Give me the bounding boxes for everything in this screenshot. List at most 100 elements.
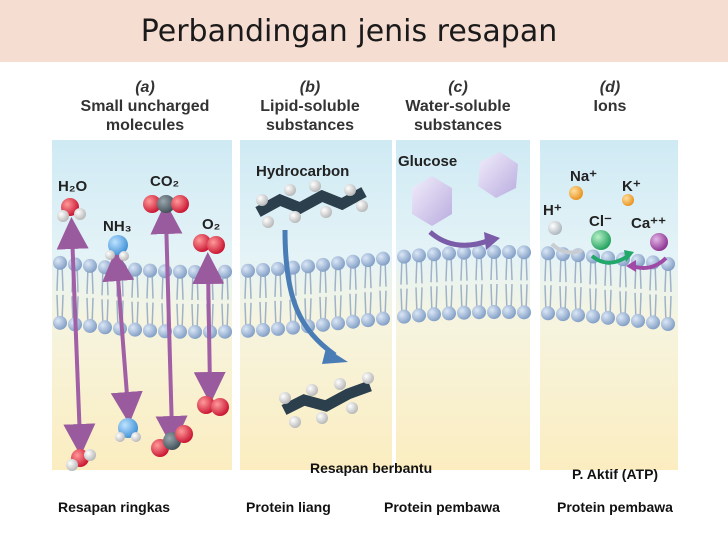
o2-molecule-bottom: [197, 396, 229, 416]
lipid-head: [143, 263, 157, 278]
h-ion-arrow: [550, 242, 583, 255]
panel-c-heading-2: substances: [413, 117, 503, 134]
lipid-head: [173, 264, 187, 279]
lipid-head: [188, 264, 202, 279]
hydrocarbon-arrow: [282, 229, 337, 358]
hydrocarbon-arrowhead: [322, 348, 348, 364]
p-aktif-label: P. Aktif (ATP): [572, 466, 659, 482]
lipid-head: [128, 322, 142, 337]
lipid-head: [218, 264, 232, 279]
lipid-head: [427, 307, 441, 322]
protein-pembawa-label-1: Protein pembawa: [384, 499, 500, 515]
lipid-head: [412, 248, 426, 263]
h-ion: [548, 221, 562, 235]
panel-b-header: (b) Lipid-soluble substances: [245, 78, 375, 135]
nh3-molecule-bottom: [115, 418, 141, 442]
lipid-head: [487, 245, 501, 260]
ca-ion: [650, 233, 668, 251]
panel-c-header: (c) Water-soluble substances: [388, 78, 528, 135]
lipid-head: [397, 249, 411, 264]
glucose-hexagon-1: [412, 176, 452, 226]
ca-ion-arrowhead: [626, 260, 636, 272]
co2-molecule-bottom: [151, 425, 193, 457]
lipid-head: [361, 253, 375, 268]
panel-c-heading-1: Water-soluble: [405, 98, 511, 115]
lipid-head: [472, 245, 486, 260]
panel-d-heading-1: Ions: [593, 98, 627, 115]
lipid-head: [188, 324, 202, 339]
panel-b-letter: (b): [299, 79, 321, 96]
lipid-head: [556, 307, 570, 322]
panel-a-header: (a) Small uncharged molecules: [60, 78, 230, 135]
lipid-head: [218, 324, 232, 339]
lipid-head: [376, 251, 390, 266]
lipid-head: [98, 260, 112, 275]
lipid-head: [631, 313, 645, 328]
lipid-head: [346, 254, 360, 269]
lipid-head: [241, 323, 255, 338]
glucose-hexagon-2: [478, 152, 518, 198]
lipid-head: [271, 261, 285, 276]
lipid-head: [472, 305, 486, 320]
co2-molecule-top: [143, 195, 189, 213]
na-ion: [569, 186, 583, 200]
protein-pembawa-label-2: Protein pembawa: [557, 499, 673, 515]
lipid-head: [361, 313, 375, 328]
lipid-head: [83, 258, 97, 273]
panel-c-letter: (c): [448, 79, 468, 96]
panel-b-heading-2: substances: [265, 117, 355, 134]
lipid-head: [286, 320, 300, 335]
nh3-molecule-top: [105, 235, 129, 261]
panel-b-heading-1: Lipid-soluble: [260, 98, 360, 115]
lipid-head: [316, 317, 330, 332]
glucose-label: Glucose: [398, 153, 458, 170]
lipid-head: [616, 312, 630, 327]
lipid-head: [502, 305, 516, 320]
ca-label: Ca⁺⁺: [631, 215, 667, 232]
lipid-head: [586, 309, 600, 324]
lipid-head: [158, 264, 172, 279]
h2o-label: H₂O: [58, 178, 88, 195]
lipid-head: [113, 261, 127, 276]
lipid-head: [487, 305, 501, 320]
glucose-arrowhead: [484, 232, 500, 250]
lipid-head: [541, 306, 555, 321]
glucose-arrow: [428, 230, 491, 248]
lipid-head: [256, 322, 270, 337]
resapan-ringkas-label: Resapan ringkas: [58, 499, 171, 515]
lipid-head: [331, 256, 345, 271]
hydrocarbon-molecule-top: [255, 180, 368, 228]
panel-d-header: (d) Ions: [545, 78, 675, 116]
k-label: K⁺: [622, 178, 641, 195]
lipid-head: [502, 245, 516, 260]
h-label: H⁺: [543, 202, 562, 219]
co2-label: CO₂: [150, 173, 180, 190]
lipid-head: [541, 246, 555, 261]
lipid-head: [442, 246, 456, 261]
lipid-head: [571, 308, 585, 323]
cl-ion-arrowhead: [624, 250, 634, 262]
nh3-label: NH₃: [103, 218, 132, 235]
lipid-head: [517, 245, 531, 260]
lipid-head: [83, 318, 97, 333]
lipid-head: [517, 305, 531, 320]
lipid-head: [316, 257, 330, 272]
lipid-head: [412, 308, 426, 323]
lipid-head: [143, 323, 157, 338]
title-bar: [0, 0, 728, 62]
lipid-head: [661, 316, 675, 331]
o2-molecule-top: [193, 234, 225, 254]
o2-label: O₂: [202, 216, 221, 233]
lipid-head: [442, 306, 456, 321]
cl-ion-arrow: [590, 254, 630, 265]
resapan-berbantu-label: Resapan berbantu: [310, 460, 433, 476]
panel-a-letter: (a): [135, 79, 155, 96]
h2o-molecule-top: [57, 198, 86, 222]
lipid-head: [601, 310, 615, 325]
lipid-head: [427, 247, 441, 262]
panel-a-heading-1: Small uncharged: [80, 98, 210, 115]
lipid-head: [53, 315, 67, 330]
diffusion-arrows-a: [56, 202, 226, 456]
cl-ion: [591, 230, 611, 250]
